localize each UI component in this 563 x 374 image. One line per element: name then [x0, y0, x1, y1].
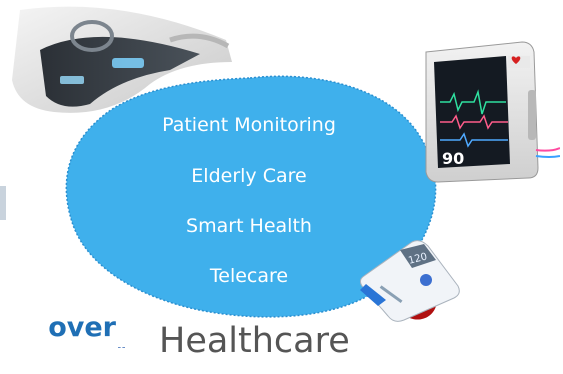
bubble-item-smart-health: Smart Health	[186, 215, 312, 237]
car-interior-image	[12, 6, 232, 113]
dash-marker	[118, 347, 125, 349]
bubble-item-patient-monitoring: Patient Monitoring	[162, 114, 336, 136]
caption-cut-text: over	[48, 312, 116, 343]
edge-cutoff-image	[0, 186, 6, 220]
healthcare-title: Healthcare	[159, 321, 350, 361]
caption-cut-text-container: over	[0, 311, 116, 351]
bubble-item-elderly-care: Elderly Care	[191, 165, 307, 187]
glucose-meter-image: 120	[360, 240, 460, 322]
monitor-reading: 90	[442, 149, 464, 168]
patient-monitor-image: 90	[425, 41, 560, 183]
glucose-reading: 120	[407, 251, 428, 266]
bubble-item-telecare: Telecare	[209, 265, 289, 287]
